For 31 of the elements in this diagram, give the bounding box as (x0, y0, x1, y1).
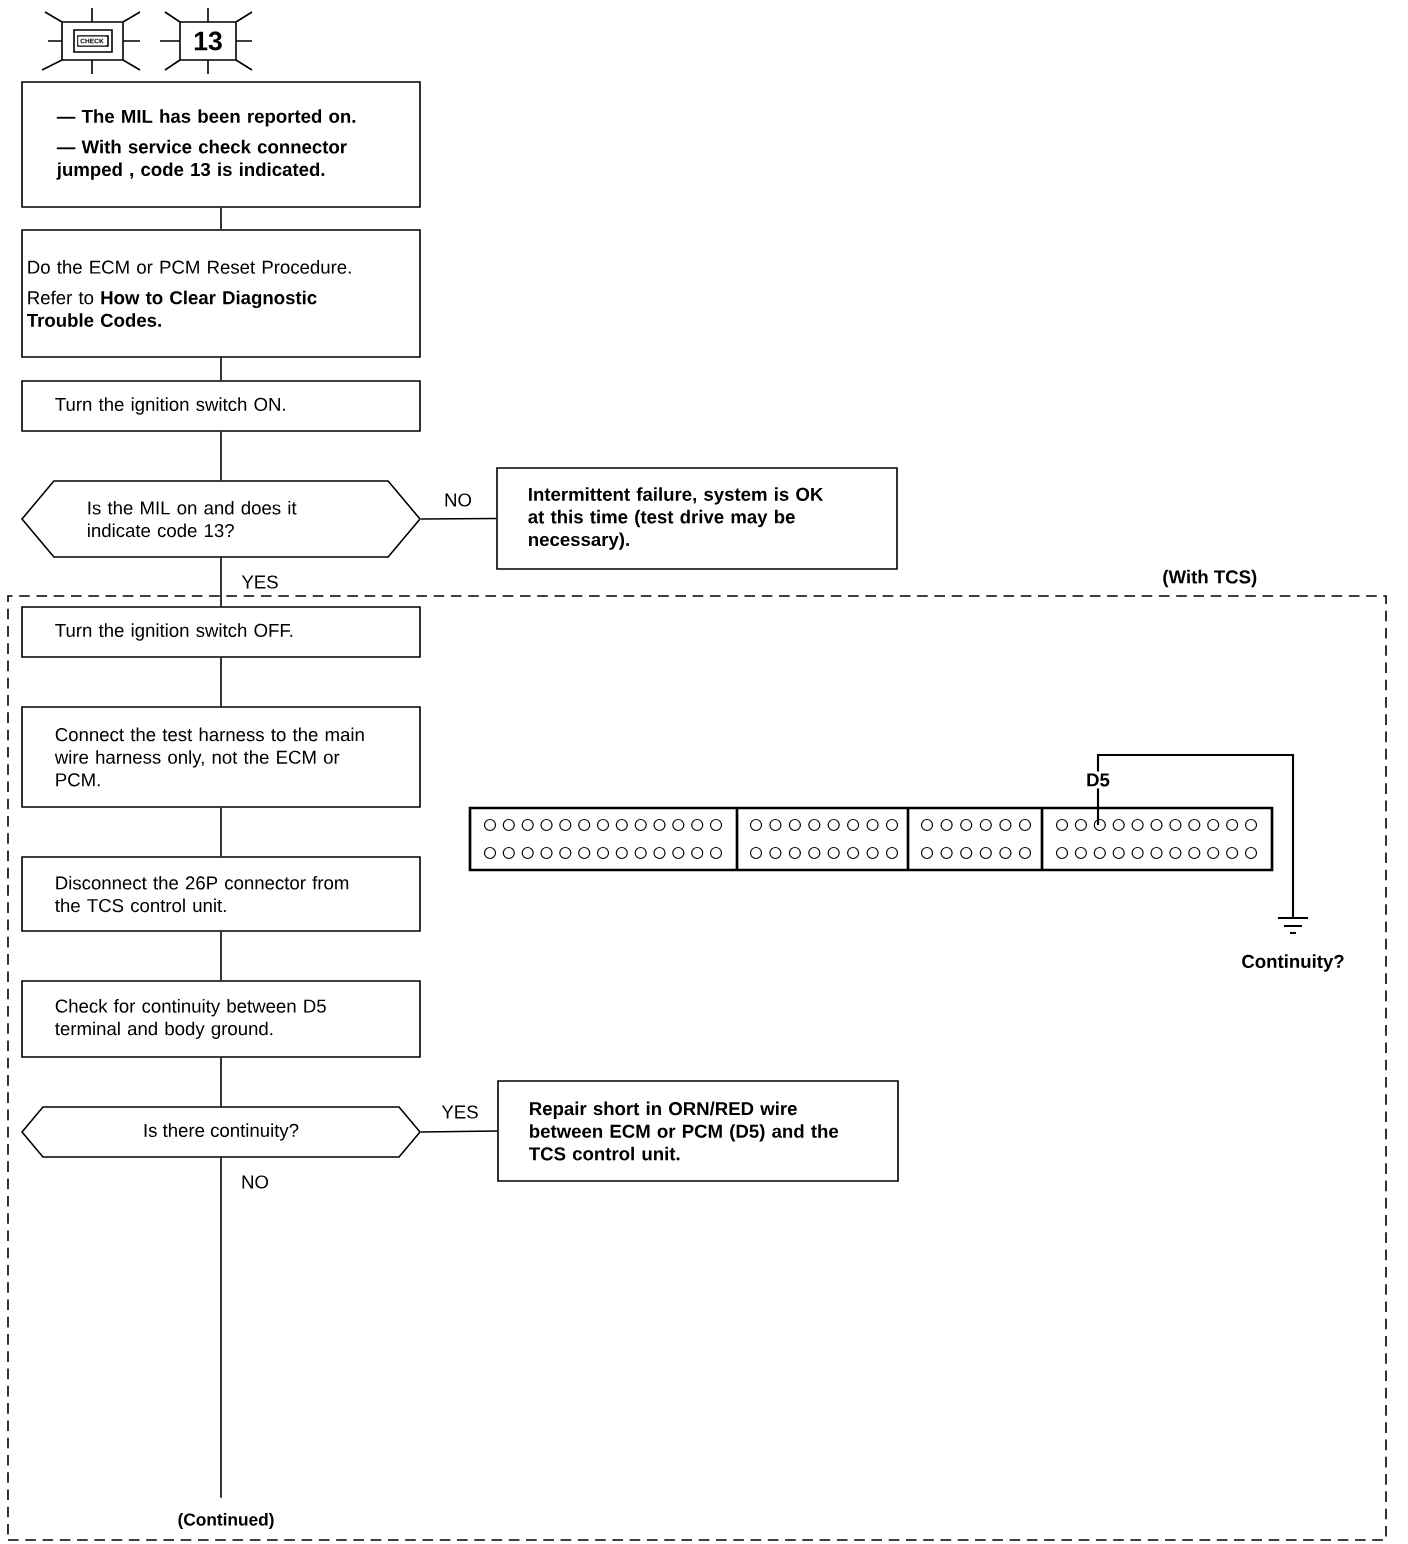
label-text: 13 (191, 29, 225, 53)
node-label: (With TCS) (1163, 569, 1257, 588)
edge-label: YES (240, 574, 280, 590)
connector-line (220, 431, 222, 481)
process-box: Repair short in ORN/RED wire between ECM or PCM (D5) and the TCS control unit. (497, 1080, 899, 1182)
connector-line (220, 931, 222, 981)
label-text: D5 (1084, 771, 1112, 789)
process-box: Connect the test harness to the main wire harness only, not the ECM or PCM. (21, 706, 421, 808)
process-box: Check for continuity between D5 terminal and body ground. (21, 980, 421, 1058)
process-box: Intermittent failure, system is OK at this time (test drive may be necessary). (496, 467, 898, 570)
decision-hexagon: Is the MIL on and does it indicate code 13? (20, 480, 422, 558)
process-box: — The MIL has been reported on. — With service check connector jumped , code 13 is indicated. (21, 81, 421, 208)
connector-line (420, 517, 497, 520)
connector-line (220, 557, 222, 607)
label-text: (Continued) (175, 1510, 277, 1532)
edge-label: YES (440, 1104, 480, 1120)
process-box: Do the ECM or PCM Reset Procedure. Refer to How to Clear Diagnostic Trouble Codes. (21, 229, 421, 358)
process-box: Turn the ignition switch ON. (21, 380, 421, 432)
edge-label: NO (239, 1174, 271, 1190)
connector-line (220, 357, 222, 381)
connector-line (220, 1157, 222, 1499)
connector-line (420, 1130, 498, 1133)
connector-line (220, 1057, 222, 1107)
edge-label: NO (442, 492, 474, 508)
connector-line (220, 207, 222, 230)
decision-hexagon: Is there continuity? (20, 1106, 422, 1158)
connector-line (220, 807, 222, 857)
process-box: Disconnect the 26P connector from the TCS control unit. (21, 856, 421, 932)
label-text: Continuity? (1239, 952, 1347, 974)
process-box: Turn the ignition switch OFF. (21, 606, 421, 658)
connector-line (220, 657, 222, 707)
